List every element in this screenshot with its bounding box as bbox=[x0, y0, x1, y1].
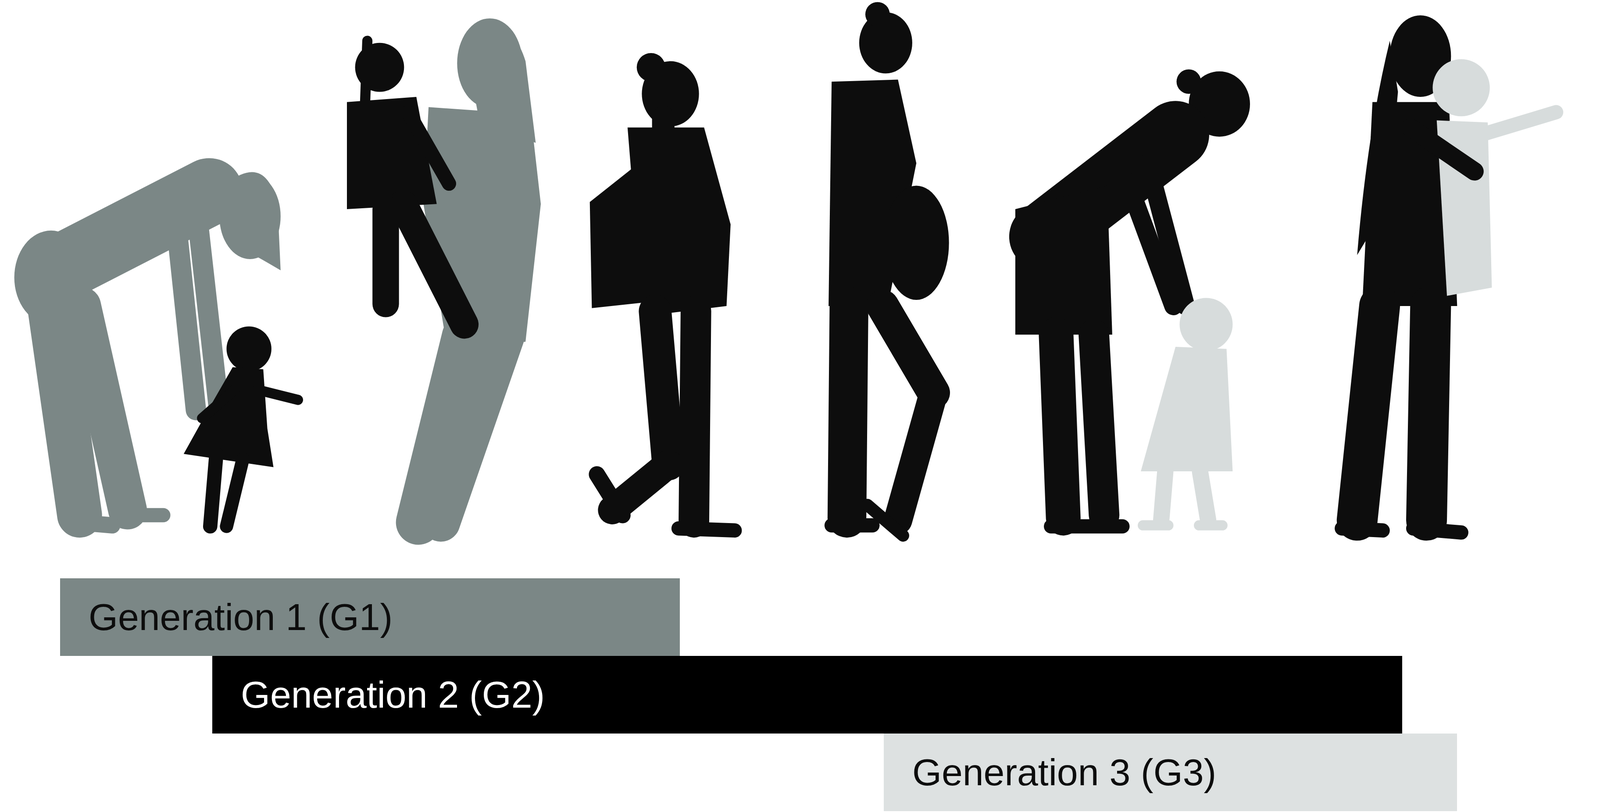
generation-label: Generation 3 (G3) bbox=[912, 751, 1217, 794]
generation-label: Generation 1 (G1) bbox=[88, 596, 393, 639]
pregnant-woman-figure bbox=[828, 2, 950, 536]
girl-backpack-figure bbox=[589, 53, 735, 531]
carried-child-figure bbox=[346, 40, 465, 325]
toddler-figure bbox=[183, 326, 299, 527]
toddler-figure bbox=[1140, 297, 1233, 526]
generation-bar: Generation 3 (G3) bbox=[883, 733, 1458, 812]
generation-label: Generation 2 (G2) bbox=[240, 674, 545, 716]
bending-woman-figure bbox=[1015, 69, 1250, 527]
generation-bar: Generation 1 (G1) bbox=[60, 578, 680, 657]
generation-bar: Generation 2 (G2) bbox=[212, 656, 1403, 734]
holding-arm bbox=[1410, 127, 1475, 172]
held-child-figure bbox=[1432, 59, 1557, 297]
